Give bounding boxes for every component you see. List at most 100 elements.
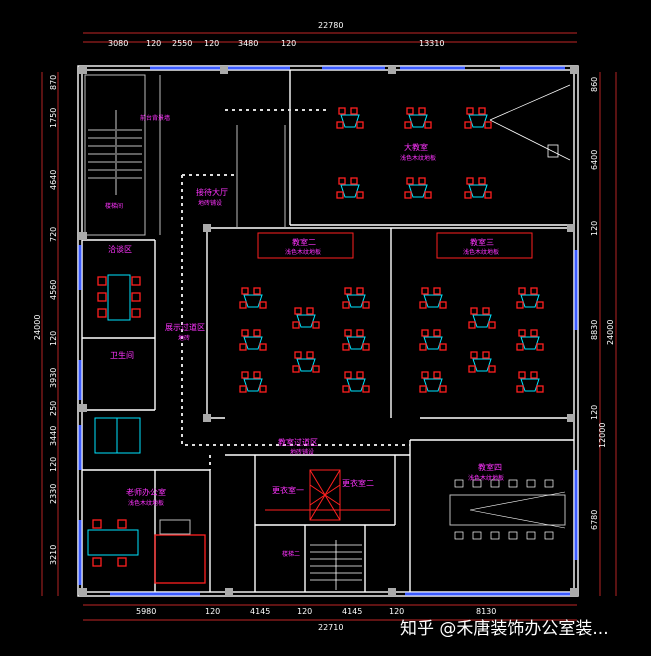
label-large-meeting: 大教室 — [404, 142, 428, 152]
right-dim-2: 6400 — [590, 150, 599, 170]
top-dim-3: 2550 — [172, 39, 192, 48]
stair-room-stairs — [88, 110, 142, 195]
left-dim-8: 250 — [49, 401, 58, 416]
bottom-dim-2: 120 — [205, 607, 220, 616]
classroom3-board — [436, 232, 533, 259]
conference-chair — [544, 479, 554, 488]
chair-desk-icon — [419, 287, 447, 309]
label-stair-room: 楼梯间 — [105, 202, 123, 210]
label-office-sub: 浅色木纹地板 — [128, 499, 164, 507]
chair-desk-icon — [516, 287, 544, 309]
chair-desk-icon — [516, 329, 544, 351]
left-dim-5: 4560 — [49, 280, 58, 300]
bottom-dim-4: 120 — [297, 607, 312, 616]
label-corridor: 教室过道区 — [278, 437, 318, 447]
top-total-dim: 22780 — [318, 21, 343, 30]
label-restroom: 卫生间 — [110, 350, 134, 360]
chair-desk-icon — [342, 371, 370, 393]
label-negotiation: 洽谈区 — [108, 244, 132, 254]
negotiation-table — [97, 274, 141, 321]
classroom2-board — [257, 232, 354, 259]
chair-desk-icon — [468, 351, 496, 373]
right-dim-5: 120 — [590, 405, 599, 420]
conference-chair — [490, 531, 500, 540]
right-dim-6: 6780 — [590, 510, 599, 530]
label-classroom2-sub: 浅色木纹地板 — [285, 248, 321, 256]
projector-icon — [489, 84, 571, 161]
label-break1: 更衣室一 — [272, 485, 304, 495]
watermark-text: 知乎 @禾唐装饰办公室装... — [400, 618, 609, 639]
conference-chair — [490, 479, 500, 488]
conference-chair — [526, 479, 536, 488]
walkway-dashes — [181, 109, 410, 470]
bottom-dim-5: 4145 — [342, 607, 362, 616]
conference-chair — [454, 479, 464, 488]
classroom4-table — [449, 479, 566, 540]
chair-desk-icon — [292, 307, 320, 329]
large-room-chairs — [336, 107, 492, 199]
top-dim-1: 3080 — [108, 39, 128, 48]
label-reception-sub: 地砖铺设 — [198, 199, 222, 207]
label-large-meeting-sub: 浅色木纹地板 — [400, 154, 436, 162]
bottom-total-dim: 22710 — [318, 623, 343, 632]
label-stair2: 楼梯二 — [282, 550, 300, 558]
chair-desk-icon — [239, 329, 267, 351]
right-dim-4: 8830 — [590, 320, 599, 340]
left-dim-1: 870 — [49, 75, 58, 90]
label-classroom4-sub: 浅色木纹地板 — [468, 474, 504, 482]
chair-desk-icon — [419, 329, 447, 351]
conference-chair — [508, 531, 518, 540]
left-dim-4: 720 — [49, 227, 58, 242]
chair-desk-icon — [464, 107, 492, 129]
bottom-dim-6: 120 — [389, 607, 404, 616]
label-reception: 接待大厅 — [196, 187, 228, 197]
top-dim-6: 120 — [281, 39, 296, 48]
office-desks — [87, 417, 206, 584]
chair-desk-icon — [464, 177, 492, 199]
left-dim-2: 1750 — [49, 108, 58, 128]
label-office: 老师办公室 — [126, 487, 166, 497]
right-dim-1: 860 — [590, 77, 599, 92]
right-total-dim: 24000 — [606, 320, 615, 345]
top-dimensions: 22780 3080 120 2550 120 3480 120 13310 — [83, 21, 577, 48]
label-display: 展示过道区 — [165, 322, 205, 332]
chair-desk-icon — [342, 329, 370, 351]
label-display-sub: 地砖 — [178, 334, 190, 342]
chair-desk-icon — [336, 177, 364, 199]
right-dimensions: 860 6400 120 8830 120 6780 24000 12000 — [590, 72, 617, 596]
bottom-dim-1: 5980 — [136, 607, 156, 616]
left-dim-7: 3930 — [49, 368, 58, 388]
top-dim-5: 3480 — [238, 39, 258, 48]
left-dim-12: 3210 — [49, 545, 58, 565]
label-corridor-sub: 地砖铺设 — [290, 448, 314, 456]
conference-chair — [508, 479, 518, 488]
classroom3-chairs — [419, 287, 544, 393]
right-dim-3: 120 — [590, 221, 599, 236]
label-break2: 更衣室二 — [342, 478, 374, 488]
bottom-dim-3: 4145 — [250, 607, 270, 616]
left-dim-10: 120 — [49, 457, 58, 472]
label-classroom4: 教室四 — [478, 462, 502, 472]
interior-walls — [82, 70, 574, 592]
label-classroom3: 教室三 — [470, 237, 494, 247]
left-dim-11: 2330 — [49, 484, 58, 504]
bottom-dimensions: 5980 120 4145 120 4145 120 8130 22710 — [83, 604, 577, 632]
conference-chair — [544, 531, 554, 540]
left-dimensions: 24000 870 1750 4640 720 4560 120 3930 25… — [33, 72, 59, 596]
chair-desk-icon — [292, 351, 320, 373]
chair-desk-icon — [239, 287, 267, 309]
classroom2-chairs — [239, 287, 370, 393]
chair-desk-icon — [239, 371, 267, 393]
chair-desk-icon — [342, 287, 370, 309]
chair-desk-icon — [404, 107, 432, 129]
left-dim-3: 4640 — [49, 170, 58, 190]
columns — [79, 66, 578, 596]
chair-desk-icon — [419, 371, 447, 393]
chair-desk-icon — [404, 177, 432, 199]
label-front-desk: 前台背景墙 — [140, 114, 170, 122]
top-dim-4: 120 — [204, 39, 219, 48]
left-dim-6: 120 — [49, 331, 58, 346]
conference-chair — [454, 531, 464, 540]
